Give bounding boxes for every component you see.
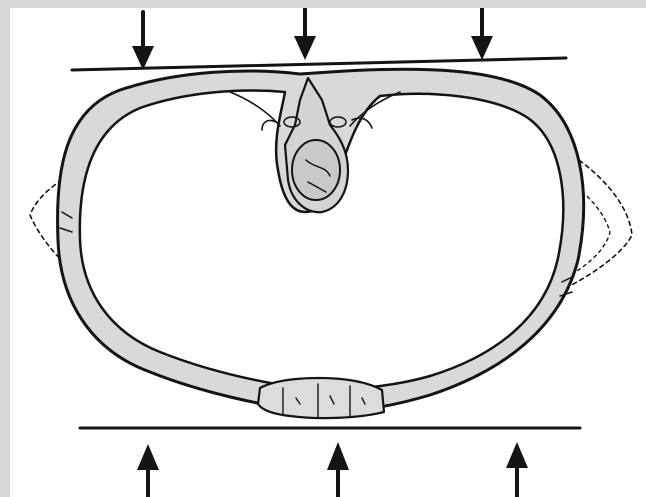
chest-compression-diagram bbox=[10, 8, 646, 497]
top-arrow-right bbox=[471, 8, 493, 60]
sternum bbox=[258, 378, 384, 418]
diagram-canvas bbox=[10, 8, 646, 497]
top-arrow-center bbox=[294, 8, 316, 60]
bottom-arrow-left bbox=[137, 444, 159, 497]
bottom-arrow-center bbox=[327, 442, 349, 497]
bottom-arrow-right bbox=[506, 442, 528, 497]
top-arrow-left bbox=[132, 12, 154, 70]
